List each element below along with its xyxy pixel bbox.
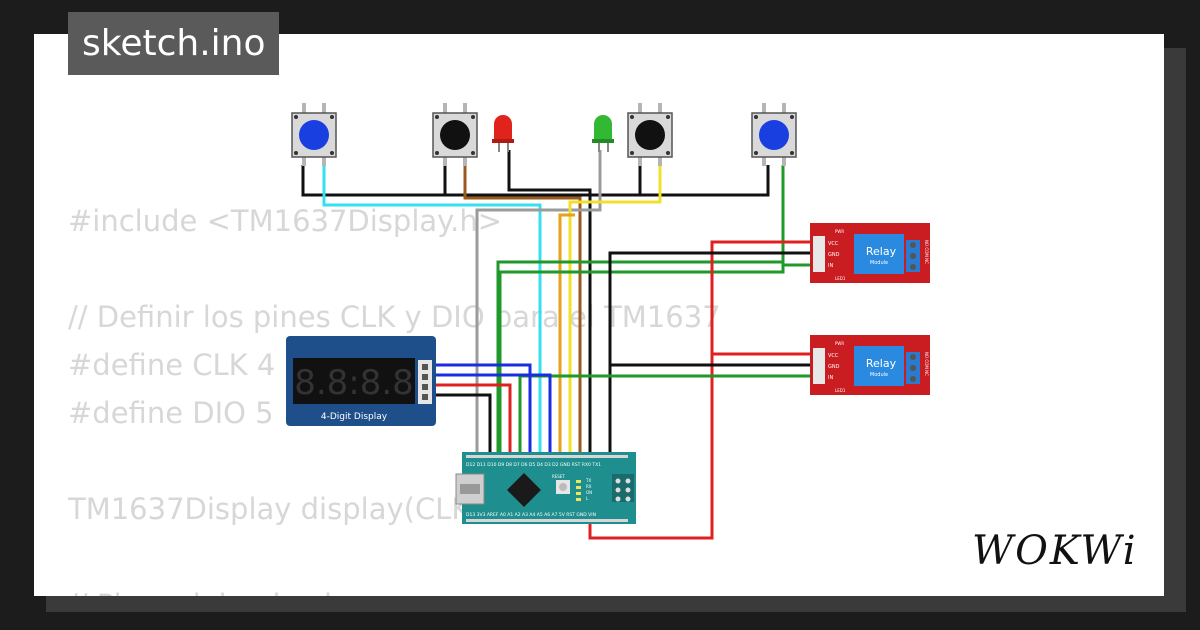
button-cap-black[interactable] [635, 120, 665, 150]
code-line: // Pines del pulsador [68, 588, 362, 596]
wire-brown[interactable] [463, 165, 582, 460]
led-red[interactable] [492, 115, 514, 152]
wire-green-relay2[interactable] [518, 374, 820, 460]
button-cap-blue[interactable] [759, 120, 789, 150]
code-line: #define DIO 5 [68, 396, 274, 430]
tm1637-display-module[interactable]: 8.8:8.8 4-Digit Display [286, 336, 436, 426]
mcu-chip [507, 473, 541, 507]
display-digits: 8.8:8.8 [294, 363, 414, 403]
led-label: LED1 [835, 388, 846, 393]
pushbutton-1[interactable] [291, 103, 337, 166]
wokwi-logo: WOKWi [972, 528, 1138, 574]
led-label: LED1 [835, 276, 846, 281]
pushbutton-2[interactable] [432, 103, 478, 166]
relay-sublabel: Module [870, 260, 888, 266]
code-line: TM1637Display display(CLK, DIO); [68, 492, 564, 526]
wire-green-btn[interactable] [496, 165, 785, 460]
nano-label: ON [586, 490, 592, 495]
led-label: PWR [835, 341, 844, 346]
code-line: #define CLK 4 [68, 348, 276, 382]
pin-label: IN [828, 375, 833, 381]
wire-orange[interactable] [558, 213, 575, 460]
led-green[interactable] [592, 115, 614, 152]
relay-label: Relay [866, 357, 897, 370]
terminal-label: NO COM NC [924, 352, 929, 376]
nano-top-pin-labels: D12 D11 D10 D9 D8 D7 D6 D5 D4 D3 D2 GND … [466, 462, 601, 468]
button-cap-black[interactable] [440, 120, 470, 150]
nano-label: RX [586, 484, 592, 489]
wire-display-blue[interactable] [432, 363, 532, 460]
relay-sublabel: Module [870, 372, 888, 378]
pin-label: VCC [828, 353, 839, 359]
relay-module-1[interactable]: Relay Module VCC GND IN PWR LED1 NO COM … [810, 223, 930, 283]
wire-red-relay1[interactable] [588, 240, 820, 540]
button-cap-blue[interactable] [299, 120, 329, 150]
wire-yellow[interactable] [568, 165, 662, 460]
code-line: #include <TM1637Display.h> [68, 204, 503, 238]
terminal-label: NO COM NC [924, 240, 929, 264]
pin-label: GND [828, 252, 840, 258]
wires [301, 150, 820, 540]
arduino-nano[interactable]: D12 D11 D10 D9 D8 D7 D6 D5 D4 D3 D2 GND … [455, 452, 636, 524]
wire-cyan[interactable] [322, 165, 542, 460]
display-label: 4-Digit Display [321, 412, 388, 422]
pushbutton-3[interactable] [627, 103, 673, 166]
wire-black-gnd[interactable] [301, 165, 770, 197]
nano-label: TX [585, 478, 591, 483]
led-label: PWR [835, 229, 844, 234]
wire-display-blue2[interactable] [432, 373, 552, 460]
nano-bottom-pin-labels: D13 3V3 AREF A0 A1 A2 A3 A4 A5 A6 A7 5V … [466, 512, 596, 518]
nano-pin-headers [466, 455, 628, 522]
wire-black-led[interactable] [507, 150, 592, 460]
sketch-title: sketch.ino [68, 12, 280, 75]
wire-display-red[interactable] [432, 383, 512, 460]
pin-label: GND [828, 364, 840, 370]
code-preview: #include <TM1637Display.h> // Definir lo… [68, 34, 721, 596]
pin-label: IN [828, 263, 833, 269]
pin-label: VCC [828, 241, 839, 247]
pushbutton-4[interactable] [751, 103, 797, 166]
code-line: // Definir los pines CLK y DIO para el T… [68, 300, 721, 334]
wire-display-black[interactable] [432, 393, 492, 460]
relay-label: Relay [866, 245, 897, 258]
nano-label: RESET [552, 474, 565, 479]
nano-label: L [586, 496, 589, 501]
wire-grey[interactable] [475, 150, 602, 460]
relay-module-2[interactable]: Relay Module VCC GND IN PWR LED1 NO COM … [810, 335, 930, 395]
